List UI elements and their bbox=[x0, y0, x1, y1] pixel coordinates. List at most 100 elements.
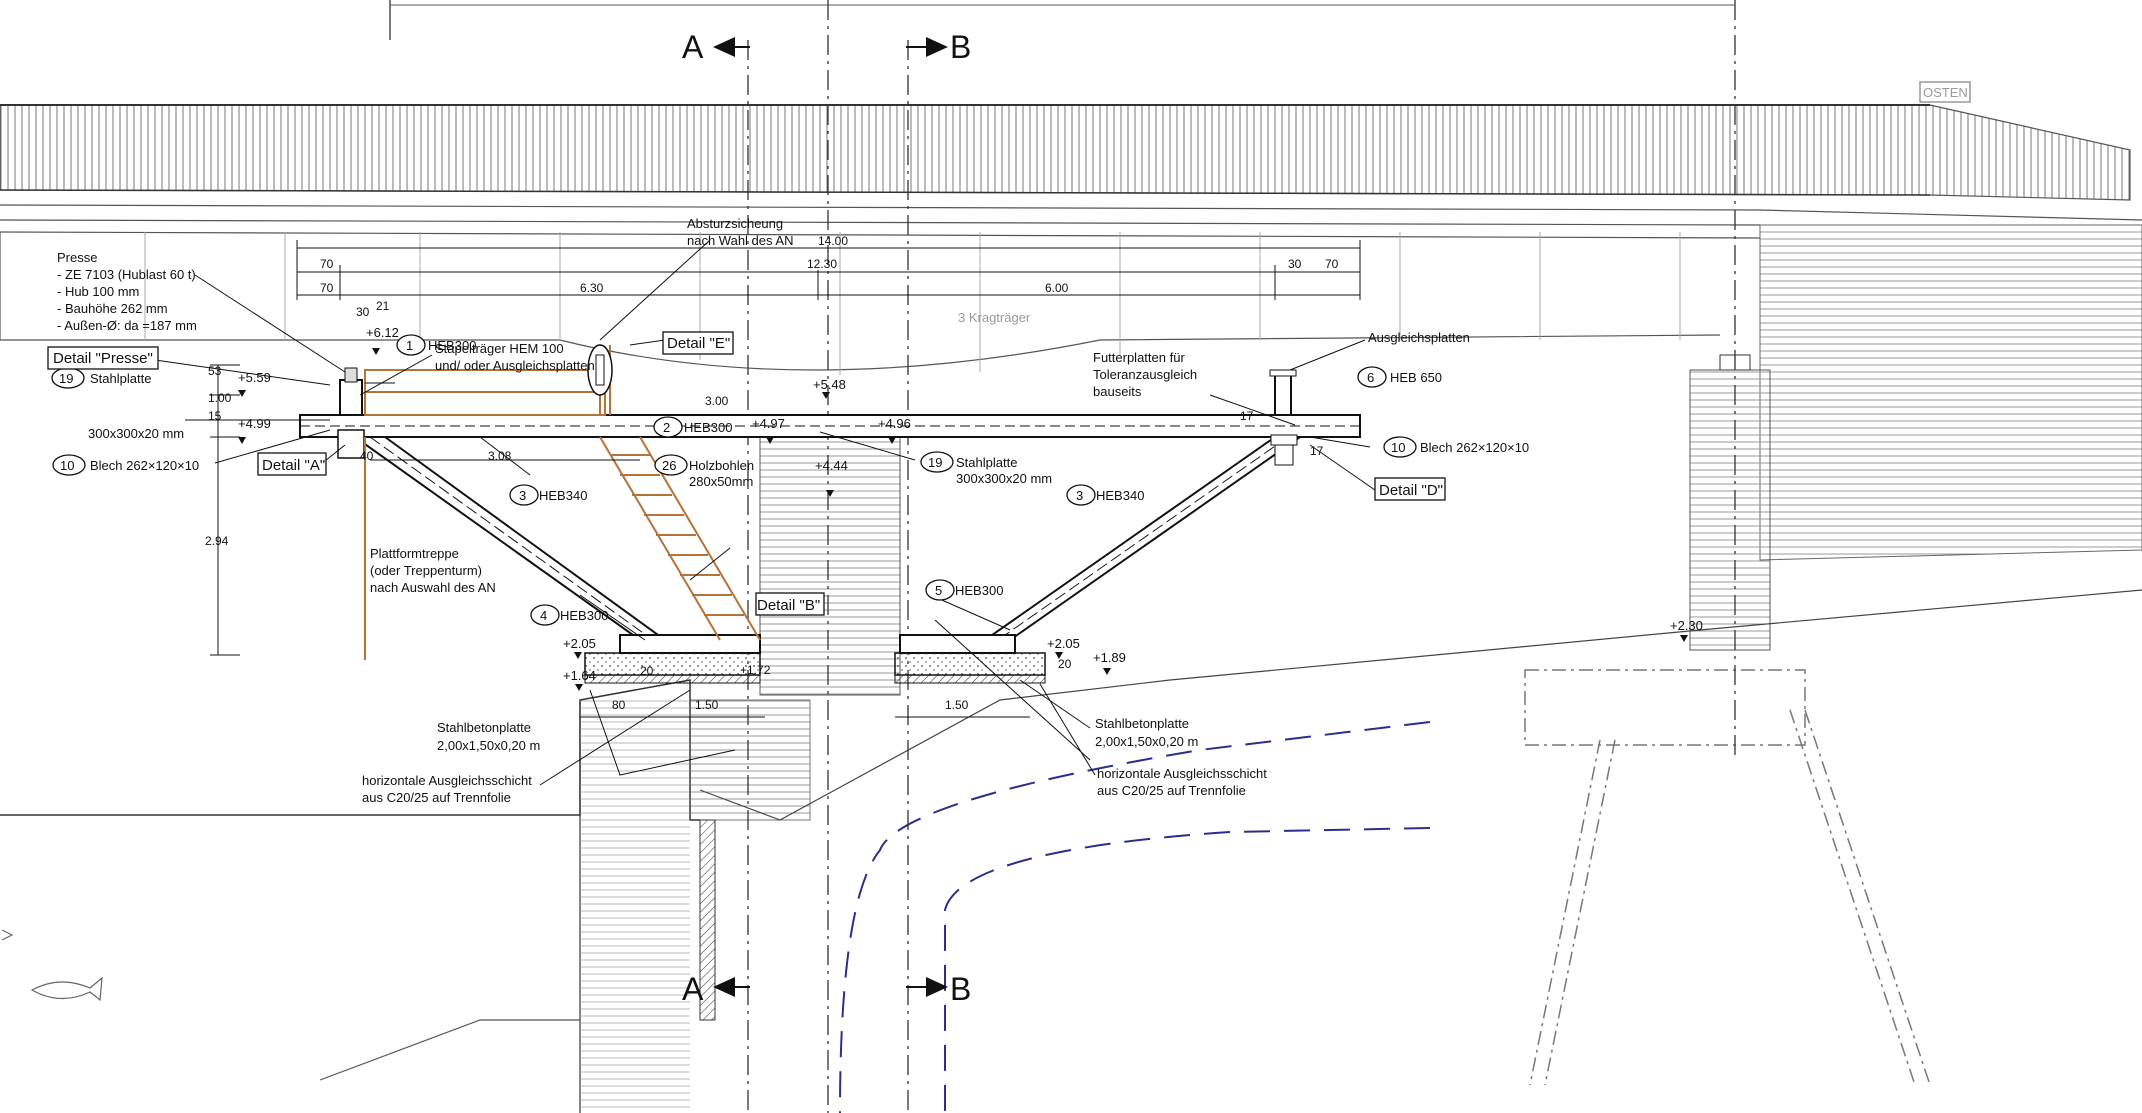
note-treppe-3: nach Auswahl des AN bbox=[370, 580, 496, 595]
presse-line4: - Außen-Ø: da =187 mm bbox=[57, 318, 197, 333]
callout-5-text: HEB300 bbox=[955, 583, 1003, 598]
callout-19b-num: 19 bbox=[928, 455, 942, 470]
callout-4-num: 4 bbox=[540, 608, 547, 623]
presse-title: Presse bbox=[57, 250, 97, 265]
dim-1400: 14.00 bbox=[818, 234, 848, 248]
detail-a-label: Detail "A" bbox=[262, 457, 325, 474]
level-164: +1.64 bbox=[563, 668, 596, 683]
presse-line2: - Hub 100 mm bbox=[57, 284, 139, 299]
section-label-b-bottom: B bbox=[950, 971, 971, 1007]
level-230: +2.30 bbox=[1670, 618, 1703, 633]
dim-150a: 1.50 bbox=[695, 698, 719, 712]
callout-19b-text2: 300x300x20 mm bbox=[956, 471, 1052, 486]
orientation-label: OSTEN bbox=[1923, 85, 1968, 100]
callout-3b-text: HEB340 bbox=[1096, 488, 1144, 503]
deck-ribs bbox=[144, 232, 1681, 375]
dim-70b: 70 bbox=[320, 281, 334, 295]
dim-308: 3.08 bbox=[488, 449, 512, 463]
detail-presse-label: Detail "Presse" bbox=[53, 350, 153, 367]
note-schicht-right-1: horizontale Ausgleichsschicht bbox=[1097, 766, 1267, 781]
dimension-lines bbox=[210, 240, 1361, 718]
callout-26-text2: 280x50mm bbox=[689, 474, 753, 489]
detail-e-post bbox=[587, 344, 613, 396]
note-ausgleich: Ausgleichsplatten bbox=[1368, 330, 1470, 345]
ground-line bbox=[0, 589, 2142, 1113]
callout-19a-num: 19 bbox=[59, 371, 73, 386]
note-futter-1: Futterplatten für bbox=[1093, 350, 1185, 365]
left-diagonal-strut bbox=[354, 436, 666, 641]
note-absturz-2: nach Wahl des AN bbox=[687, 233, 793, 248]
dim-630: 6.30 bbox=[580, 281, 604, 295]
heb650-column bbox=[1269, 369, 1298, 466]
callout-10b-num: 10 bbox=[1391, 440, 1405, 455]
bridge-deck bbox=[0, 204, 2142, 371]
central-pier bbox=[689, 434, 901, 821]
detail-boxes bbox=[47, 81, 1971, 616]
note-beton-left-1: Stahlbetonplatte bbox=[437, 720, 531, 735]
dim-15: 15 bbox=[208, 409, 222, 423]
main-beam-heb300 bbox=[299, 414, 1361, 438]
note-treppe-2: (oder Treppenturm) bbox=[370, 563, 482, 578]
level-205b: +2.05 bbox=[1047, 636, 1080, 651]
detail-e-label: Detail "E" bbox=[667, 335, 730, 352]
note-absturz-1: Absturzsicheung bbox=[687, 216, 783, 231]
callout-19a-text2: 300x300x20 mm bbox=[88, 426, 184, 441]
note-futter-2: Toleranzausgleich bbox=[1093, 367, 1197, 382]
presse-line3: - Bauhöhe 262 mm bbox=[57, 301, 168, 316]
callout-1-text: HEB300 bbox=[428, 338, 476, 353]
concrete-slabs bbox=[584, 652, 1046, 684]
dim-53: 53 bbox=[208, 364, 222, 378]
leader-lines bbox=[154, 239, 1376, 786]
dim-20b: 20 bbox=[1058, 657, 1072, 671]
trestle-support bbox=[1524, 669, 1931, 1086]
callout-26-num: 26 bbox=[662, 458, 676, 473]
level-172: +1.72 bbox=[740, 663, 771, 677]
callout-10b-text: Blech 262×120×10 bbox=[1420, 440, 1529, 455]
level-205a: +2.05 bbox=[563, 636, 596, 651]
dim-70a: 70 bbox=[320, 257, 334, 271]
section-label-a-top: A bbox=[682, 29, 704, 65]
callout-ovals bbox=[51, 334, 1417, 626]
dim-300: 3.00 bbox=[705, 394, 729, 408]
detail-d-label: Detail "D" bbox=[1379, 482, 1443, 499]
callout-6-num: 6 bbox=[1367, 370, 1374, 385]
note-stapel-2: und/ oder Ausgleichsplatten bbox=[435, 358, 595, 373]
fish-icon bbox=[1, 929, 103, 1002]
note-kragtraeger: 3 Kragträger bbox=[958, 310, 1031, 325]
level-444: +4.44 bbox=[815, 458, 848, 473]
note-beton-right-1: Stahlbetonplatte bbox=[1095, 716, 1189, 731]
callout-4-text: HEB300 bbox=[560, 608, 608, 623]
section-label-b-top: B bbox=[950, 29, 971, 65]
callout-5-num: 5 bbox=[935, 583, 942, 598]
dim-17a: 17 bbox=[1240, 409, 1254, 423]
callout-26-text1: Holzbohlen bbox=[689, 458, 754, 473]
callout-10a-text: Blech 262×120×10 bbox=[90, 458, 199, 473]
dim-600: 6.00 bbox=[1045, 281, 1069, 295]
level-499: +4.99 bbox=[238, 416, 271, 431]
section-arrows bbox=[713, 37, 948, 997]
note-futter-3: bauseits bbox=[1093, 384, 1142, 399]
dim-150b: 1.50 bbox=[945, 698, 969, 712]
section-lines bbox=[389, 0, 1736, 1113]
dim-30a: 30 bbox=[356, 305, 370, 319]
platform-stairs bbox=[599, 436, 761, 641]
dim-40: 40 bbox=[360, 449, 374, 463]
dim-70c: 70 bbox=[1325, 257, 1339, 271]
dim-294: 2.94 bbox=[205, 534, 229, 548]
dim-1230: 12.30 bbox=[807, 257, 837, 271]
level-189: +1.89 bbox=[1093, 650, 1126, 665]
note-treppe-1: Plattformtreppe bbox=[370, 546, 459, 561]
callout-10a-num: 10 bbox=[60, 458, 74, 473]
foot-beams bbox=[619, 634, 1016, 654]
callout-3a-num: 3 bbox=[519, 488, 526, 503]
note-stapel-1: Stapelträger HEM 100 bbox=[435, 341, 564, 356]
press-jack bbox=[337, 367, 365, 459]
dim-17b: 17 bbox=[1310, 444, 1324, 458]
note-beton-left-2: 2,00x1,50x0,20 m bbox=[437, 738, 540, 753]
dim-100: 1.00 bbox=[208, 391, 232, 405]
right-abutment bbox=[1689, 224, 2142, 651]
bridge-railing bbox=[0, 104, 2131, 201]
level-548: +5.48 bbox=[813, 377, 846, 392]
callout-19a-text1: Stahlplatte bbox=[90, 371, 151, 386]
